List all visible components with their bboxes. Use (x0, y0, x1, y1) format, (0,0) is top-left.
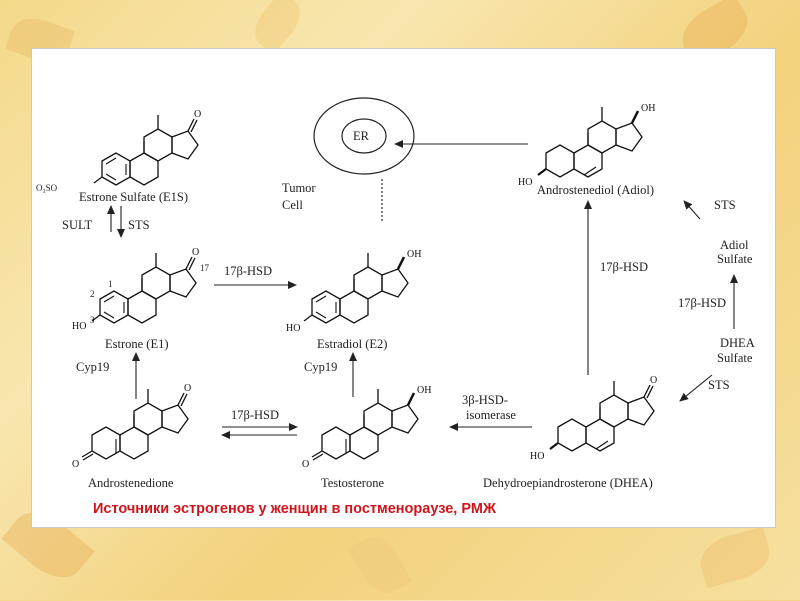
position-label: 1 (108, 279, 113, 289)
atom-label: OH (641, 103, 655, 114)
atom-label: O (192, 247, 199, 258)
leaf-decoration (695, 526, 775, 589)
atom-label: O (184, 383, 191, 394)
atom-label: O (650, 375, 657, 386)
atom-label: O (302, 459, 309, 470)
testosterone-structure: OH O (302, 385, 431, 470)
atom-label: OH (407, 249, 421, 260)
atom-label: HO (518, 177, 532, 188)
reaction-arrows (107, 140, 738, 439)
testosterone-label: Testosterone (321, 476, 384, 490)
leaf-decoration (347, 529, 413, 601)
enzyme-label-17b-hsd: 17β-HSD (678, 296, 726, 310)
estradiol-label: Estradiol (E2) (317, 337, 387, 351)
adiol-sulfate-label: Sulfate (717, 252, 753, 266)
atom-label: HO (286, 323, 300, 334)
position-label: 17 (200, 263, 210, 273)
atom-label: O (72, 459, 79, 470)
atom-label: HO (530, 451, 544, 462)
estrone-structure: O 17 1 2 3 HO (72, 247, 210, 332)
enzyme-label-isomerase: isomerase (466, 408, 516, 422)
dhea-structure: O HO (530, 375, 657, 462)
dhea-label: Dehydroepiandrosterone (DHEA) (483, 476, 653, 490)
estrone-sulfate-structure: O O₃SO (36, 109, 201, 193)
androstenediol-structure: OH HO (518, 103, 655, 188)
enzyme-label-3b-hsd: 3β-HSD- (462, 393, 508, 407)
enzyme-label-17b-hsd: 17β-HSD (224, 264, 272, 278)
enzyme-label-17b-hsd: 17β-HSD (231, 408, 279, 422)
enzyme-label-sts: STS (714, 198, 736, 212)
tumor-cell-label: Cell (282, 198, 303, 212)
tumor-cell-outline (313, 97, 415, 175)
estrone-label: Estrone (E1) (105, 337, 169, 351)
enzyme-label-sts: STS (708, 378, 730, 392)
androstenedione-label: Androstenedione (88, 476, 174, 490)
dhea-sulfate-label: DHEA (720, 336, 755, 350)
enzyme-label-17b-hsd: 17β-HSD (600, 260, 648, 274)
atom-label: OH (417, 385, 431, 396)
androstenediol-label: Androstenediol (Adiol) (537, 183, 654, 197)
tumor-cell-label: Tumor (282, 181, 316, 195)
position-label: 2 (90, 289, 95, 299)
atom-label: HO (72, 321, 86, 332)
dhea-sulfate-label: Sulfate (717, 351, 753, 365)
estrone-sulfate-label: Estrone Sulfate (E1S) (79, 190, 188, 204)
caption-title: Источники эстрогенов у женщин в постмено… (93, 501, 497, 517)
enzyme-label-cyp19: Cyp19 (76, 360, 109, 374)
steroid-pathway-diagram: O O₃SO O 17 1 2 3 HO OH HO OH HO (36, 97, 755, 517)
androstenedione-structure: O O (72, 383, 191, 470)
leaf-decoration (246, 0, 309, 55)
sulfate-group-label: O₃SO (36, 183, 58, 193)
enzyme-label-sult: SULT (62, 218, 92, 232)
atom-label: O (194, 109, 201, 120)
er-label: ER (353, 129, 370, 143)
diagram-panel: O O₃SO O 17 1 2 3 HO OH HO OH HO (31, 48, 776, 528)
er-receptor-circle (341, 118, 387, 154)
estradiol-structure: OH HO (286, 249, 421, 334)
enzyme-label-sts: STS (128, 218, 150, 232)
enzyme-label-cyp19: Cyp19 (304, 360, 337, 374)
adiol-sulfate-label: Adiol (720, 238, 749, 252)
